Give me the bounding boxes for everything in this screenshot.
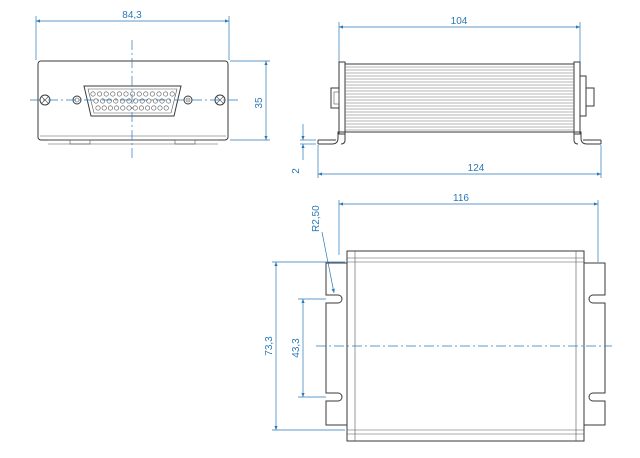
connector-pin: [132, 105, 138, 111]
connector-pin: [143, 91, 149, 97]
front-foot-right: [174, 139, 196, 145]
connector-pin: [169, 91, 175, 97]
connector-pin: [123, 91, 129, 97]
connector-pin: [100, 98, 106, 104]
connector-pin: [126, 98, 132, 104]
front-height-label: 35: [254, 97, 265, 109]
side-body: [344, 63, 575, 133]
side-connector-left: [330, 87, 340, 109]
front-foot-left: [69, 139, 91, 145]
connector-pin: [107, 105, 113, 111]
top-width-label: 73,3: [264, 336, 275, 356]
connector-pin: [126, 105, 132, 111]
side-total-label: 124: [468, 163, 485, 174]
connector-pin: [163, 91, 169, 97]
side-length-label: 104: [451, 16, 468, 27]
connector-pin: [97, 91, 103, 97]
top-view: 116 R2,50 73,3 43,3: [264, 193, 612, 442]
flange-thick-label: 2: [291, 168, 302, 174]
side-cooling-fins: [345, 66, 574, 131]
connector-pin: [156, 91, 162, 97]
connector-pin: [151, 105, 157, 111]
connector-pin: [146, 98, 152, 104]
connector-pin: [159, 98, 165, 104]
connector-pin: [120, 105, 126, 111]
top-length-label: 116: [453, 193, 469, 204]
connector-pin: [110, 91, 116, 97]
connector-pin: [139, 98, 145, 104]
connector-pin: [157, 105, 163, 111]
front-width-label: 84,3: [122, 10, 142, 21]
connector-pin: [95, 105, 101, 111]
connector-pin: [136, 91, 142, 97]
side-flange-right: [573, 131, 601, 145]
top-flange-right: [583, 262, 606, 426]
connector-pin: [101, 105, 107, 111]
connector-pin: [116, 91, 122, 97]
connector-pin: [166, 98, 172, 104]
side-endcap-left: [338, 61, 346, 135]
side-view: 104 2 124: [291, 16, 602, 178]
connector-pin: [93, 98, 99, 104]
side-connector-right: [579, 75, 587, 117]
connector-pin: [106, 98, 112, 104]
side-endcap-right: [573, 61, 581, 135]
connector-pin: [149, 91, 155, 97]
side-connector-left-inner: [333, 91, 340, 105]
connector-pin: [163, 105, 169, 111]
connector-pin: [133, 98, 139, 104]
connector-pin: [138, 105, 144, 111]
standoff-right-hole: [185, 97, 191, 103]
connector-pin: [119, 98, 125, 104]
side-connector-right-cap: [585, 87, 595, 107]
side-flange-left: [318, 131, 346, 145]
connector-pin: [90, 91, 96, 97]
top-flange-left: [325, 262, 348, 426]
front-plate: [37, 60, 229, 141]
connector-pin: [113, 98, 119, 104]
slot-radius-label: R2,50: [311, 205, 322, 232]
connector-pin: [152, 98, 158, 104]
slot-spacing-label: 43,3: [291, 338, 302, 358]
connector-pin: [145, 105, 151, 111]
front-view: 84,3: [30, 10, 270, 160]
d-sub-connector-icon: [83, 85, 182, 117]
connector-pin: [114, 105, 120, 111]
connector-pin: [130, 91, 136, 97]
connector-pin: [103, 91, 109, 97]
